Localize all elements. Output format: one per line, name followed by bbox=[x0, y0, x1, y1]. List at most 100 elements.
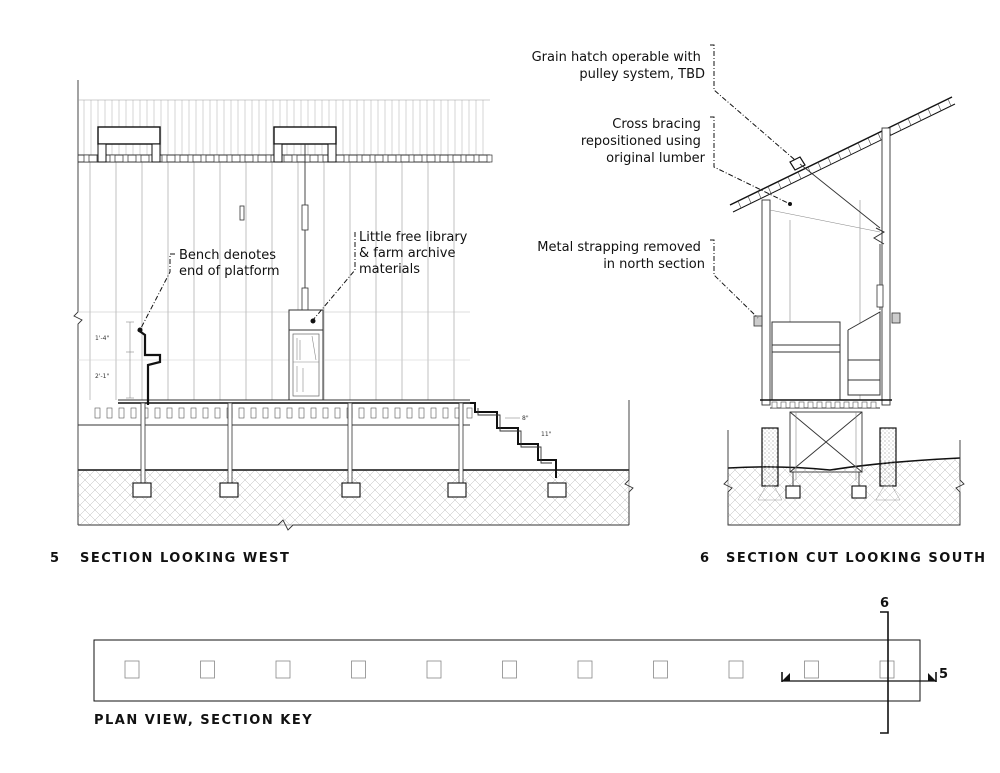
deck-joist bbox=[130, 407, 137, 419]
roof-rib bbox=[867, 137, 872, 145]
little-library bbox=[288, 309, 324, 401]
deck-joist bbox=[789, 401, 796, 409]
break-line-bottom bbox=[78, 519, 629, 531]
deck-joist bbox=[190, 407, 197, 419]
deck-joist bbox=[442, 407, 449, 419]
deck-joist bbox=[834, 401, 841, 409]
rafter-tail bbox=[434, 154, 441, 163]
plan-footing bbox=[124, 660, 140, 679]
note-grain-hatch: Grain hatch operable with pulley system,… bbox=[532, 50, 705, 82]
deck-joist bbox=[262, 407, 269, 419]
plan-footing bbox=[577, 660, 593, 679]
deck-joist bbox=[166, 407, 173, 419]
deck-joist bbox=[178, 407, 185, 419]
rafter-tail bbox=[343, 154, 350, 163]
rafter-tail bbox=[252, 154, 259, 163]
footing bbox=[132, 482, 152, 498]
deck-joist bbox=[382, 407, 389, 419]
deck-joist bbox=[310, 407, 317, 419]
post bbox=[347, 402, 353, 484]
concrete-footings bbox=[132, 482, 567, 498]
break-line-left bbox=[73, 80, 83, 525]
rafter-tail bbox=[304, 154, 311, 163]
plan-cut-label-5: 5 bbox=[939, 667, 948, 682]
deck-joist bbox=[798, 401, 805, 409]
plan-footing bbox=[351, 660, 366, 679]
post bbox=[227, 402, 233, 484]
roof-slope bbox=[729, 96, 953, 206]
roof-hatch-2 bbox=[273, 126, 337, 145]
rafter-tail bbox=[213, 154, 220, 163]
roof-rib bbox=[927, 108, 932, 116]
plan-footing bbox=[200, 660, 215, 679]
rafter-tail bbox=[460, 154, 467, 163]
deck-joist bbox=[154, 407, 161, 419]
deck-joist bbox=[771, 401, 778, 409]
rafter-tail bbox=[135, 154, 142, 163]
deck-joist bbox=[852, 401, 859, 409]
deck-joist bbox=[816, 401, 823, 409]
deck-joist bbox=[118, 407, 125, 419]
roof-rib bbox=[947, 98, 952, 107]
section-west-title: SECTION LOOKING WEST bbox=[80, 551, 290, 566]
deck-joist bbox=[298, 407, 305, 419]
deck-joist bbox=[430, 407, 437, 419]
roof-rib bbox=[767, 186, 772, 194]
roof-rib bbox=[787, 176, 792, 184]
rafter-tail bbox=[239, 154, 246, 163]
deck-joist bbox=[202, 407, 209, 419]
note-cross-bracing: Cross bracing repositioned using origina… bbox=[581, 117, 706, 166]
roof-rib bbox=[917, 113, 922, 121]
deck-joist bbox=[286, 407, 293, 419]
deck-joist bbox=[358, 407, 365, 419]
roof-rib bbox=[737, 200, 742, 209]
note-metal-strapping: Metal strapping removed in north section bbox=[537, 240, 705, 272]
rafter-tail bbox=[291, 154, 298, 163]
deck-joist bbox=[861, 401, 868, 409]
plan-footing bbox=[728, 660, 744, 679]
post bbox=[458, 402, 464, 484]
deck-joist bbox=[406, 407, 413, 419]
rafter-tails bbox=[83, 154, 493, 163]
deck-joist bbox=[394, 407, 401, 419]
pier-right bbox=[879, 427, 897, 487]
plan-footing bbox=[879, 660, 895, 679]
rafter-tail bbox=[447, 154, 454, 163]
rafter-tail bbox=[109, 154, 116, 163]
grade-line-south bbox=[727, 457, 961, 471]
section-south-number: 6 bbox=[700, 551, 709, 566]
roof-rib bbox=[937, 103, 942, 111]
footing bbox=[547, 482, 567, 498]
deck-joist bbox=[274, 407, 281, 419]
deck-joist bbox=[466, 407, 473, 419]
section-west-number: 5 bbox=[50, 551, 59, 566]
deck-joists-south bbox=[771, 401, 877, 409]
plan-footing bbox=[502, 660, 517, 679]
roof-rib bbox=[857, 142, 862, 150]
rafter-tail bbox=[226, 154, 233, 163]
roof-ribs bbox=[737, 98, 952, 209]
rafter-tail bbox=[356, 154, 363, 163]
deck-joist bbox=[214, 407, 221, 419]
rafter-tail bbox=[382, 154, 389, 163]
rafter-tail bbox=[200, 154, 207, 163]
dim-step-run: 11" bbox=[541, 431, 552, 438]
post bbox=[140, 402, 146, 484]
deck-joist bbox=[238, 407, 245, 419]
deck-joist bbox=[322, 407, 329, 419]
pier-left bbox=[761, 427, 779, 487]
roof-rib bbox=[747, 196, 752, 204]
plan-footing-marks bbox=[124, 660, 895, 679]
note-bench: Bench denotes end of platform bbox=[179, 248, 280, 279]
roof-rib bbox=[837, 152, 842, 160]
cut-line-6 bbox=[880, 611, 889, 734]
roof-rib bbox=[817, 162, 822, 170]
roof-rib bbox=[877, 132, 882, 141]
section-west-drawing: 1'-4" 2'-1" 8" 11" bbox=[73, 80, 634, 531]
plan-cut-label-6: 6 bbox=[880, 596, 889, 611]
rafter-tail bbox=[421, 154, 428, 163]
deck-joist bbox=[807, 401, 814, 409]
rafter-tail bbox=[473, 154, 480, 163]
note-library: Little free library & farm archive mater… bbox=[359, 230, 472, 277]
